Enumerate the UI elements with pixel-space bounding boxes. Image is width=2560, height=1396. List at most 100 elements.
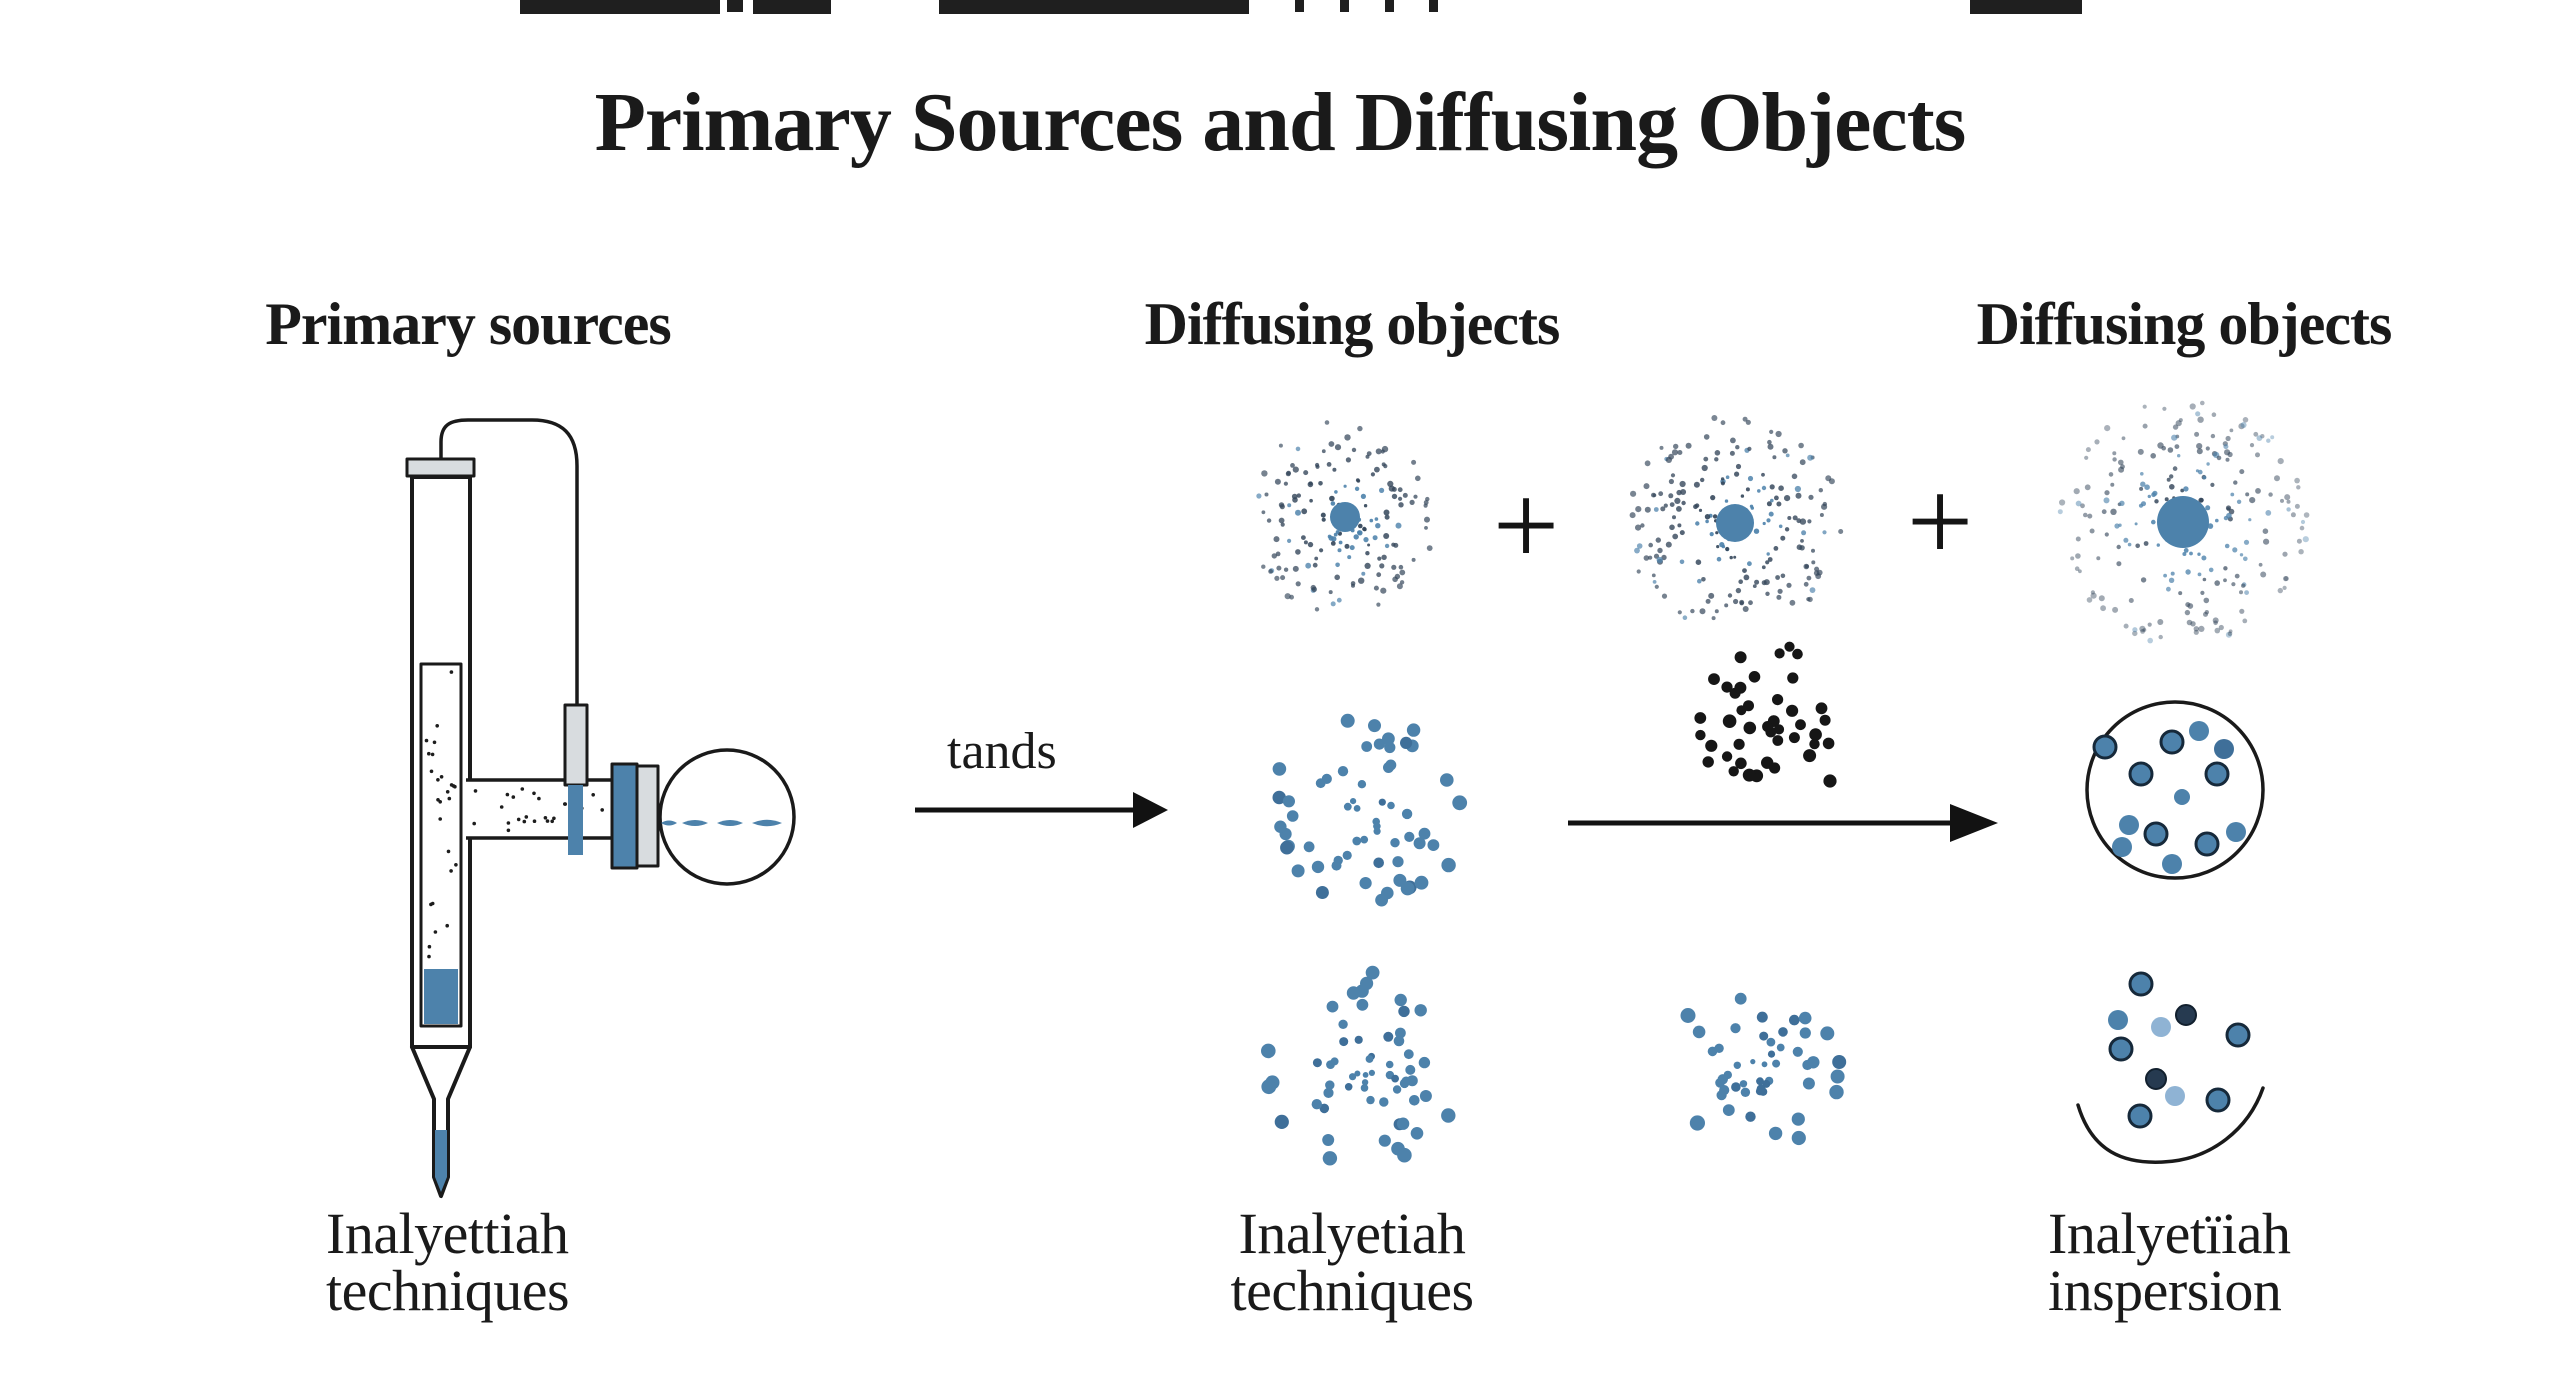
halo-dot bbox=[2218, 624, 2224, 631]
scatter-dot bbox=[1360, 1084, 1369, 1092]
blue-scatter-cluster-1 bbox=[1272, 713, 1468, 907]
halo-dot bbox=[2140, 472, 2144, 476]
halo-dot bbox=[1742, 568, 1747, 573]
scatter-dot bbox=[1740, 1087, 1751, 1098]
halo-dot bbox=[1413, 494, 1418, 499]
halo-dot bbox=[2157, 442, 2164, 449]
halo-dot bbox=[2286, 507, 2291, 512]
halo-dot bbox=[1725, 546, 1730, 552]
halo-dot bbox=[2177, 454, 2181, 458]
halo-dot bbox=[1379, 563, 1385, 569]
nozzle bbox=[563, 703, 589, 787]
halo-dot bbox=[1363, 504, 1368, 508]
halo-dot bbox=[1654, 584, 1659, 589]
scatter-dot bbox=[1695, 729, 1706, 741]
halo-dot bbox=[1766, 501, 1772, 507]
halo-dot bbox=[2203, 597, 2210, 604]
scatter-dot bbox=[1312, 1058, 1322, 1068]
halo-dot bbox=[1314, 556, 1319, 561]
scatter-dot bbox=[1767, 1050, 1776, 1058]
halo-dot bbox=[1276, 565, 1282, 571]
halo-dot bbox=[1694, 503, 1700, 508]
cropped-glyph-fragment bbox=[520, 0, 720, 14]
halo-dot bbox=[2057, 509, 2063, 515]
channel-stipple bbox=[472, 787, 604, 833]
halo-dot bbox=[2228, 629, 2233, 634]
halo-dot bbox=[2265, 510, 2272, 516]
halo-core bbox=[1330, 502, 1360, 532]
halo-dot bbox=[1674, 497, 1681, 504]
spray-droplet bbox=[661, 820, 677, 826]
halo-dot bbox=[2080, 503, 2085, 509]
halo-dot bbox=[2282, 551, 2288, 557]
stipple-dot bbox=[445, 790, 450, 794]
scatter-dot bbox=[1419, 1090, 1432, 1102]
scatter-dot bbox=[1361, 1079, 1369, 1086]
halo-dot bbox=[2197, 552, 2201, 556]
scatter-dot bbox=[1721, 751, 1733, 762]
halo-dot bbox=[1714, 450, 1721, 456]
scatter-dot bbox=[1383, 1031, 1394, 1042]
halo-dot bbox=[1384, 514, 1390, 520]
halo-dot bbox=[1644, 460, 1651, 467]
scatter-dot bbox=[1393, 1035, 1405, 1047]
halo-dot bbox=[1822, 530, 1827, 535]
halo-dot bbox=[1392, 576, 1398, 583]
scatter-dot bbox=[1396, 1117, 1410, 1130]
halo-dot bbox=[2086, 597, 2093, 603]
halo-dot bbox=[1778, 485, 1784, 492]
halo-dot bbox=[1659, 445, 1664, 450]
scatter-dot bbox=[1323, 1087, 1334, 1098]
stipple-dot bbox=[429, 769, 434, 774]
spray-droplet bbox=[752, 819, 782, 827]
halo-dot bbox=[2151, 519, 2156, 525]
halo-dot bbox=[2249, 497, 2256, 504]
halo-dot bbox=[1350, 581, 1356, 586]
halo-dot bbox=[1738, 579, 1743, 584]
halo-dot bbox=[1644, 506, 1651, 513]
halo-dot bbox=[1769, 429, 1774, 434]
halo-dot bbox=[2195, 469, 2200, 473]
scatter-dot bbox=[1772, 735, 1784, 746]
halo-dot bbox=[2298, 549, 2304, 555]
halo-dot bbox=[1295, 549, 1301, 555]
halo-dot bbox=[1334, 490, 1338, 494]
stipple-dot bbox=[532, 819, 537, 823]
halo-dot bbox=[1807, 519, 1812, 524]
halo-dot bbox=[1273, 536, 1280, 543]
halo-dot bbox=[1361, 571, 1366, 576]
halo-dot bbox=[1733, 555, 1737, 559]
halo-dot bbox=[2215, 518, 2219, 523]
halo-dot bbox=[1370, 472, 1375, 477]
halo-dot bbox=[1369, 518, 1374, 523]
halo-dot bbox=[2283, 576, 2289, 582]
scatter-dot bbox=[1343, 802, 1352, 811]
halo-dot bbox=[1396, 583, 1403, 590]
halo-dot bbox=[2277, 458, 2284, 465]
scatter-dot bbox=[1261, 1079, 1277, 1095]
halo-dot bbox=[2110, 508, 2117, 515]
halo-dot bbox=[2070, 556, 2075, 561]
plus-icon: + bbox=[1906, 455, 1974, 587]
nozzle-pipe bbox=[568, 785, 583, 855]
caption-diffusing-middle: Inalyetiah techniques bbox=[1230, 1205, 1474, 1320]
stipple-dot bbox=[537, 796, 541, 801]
halo-dot bbox=[1381, 462, 1386, 467]
halo-dot bbox=[2167, 447, 2174, 453]
halo-dot bbox=[2127, 542, 2132, 547]
halo-dot bbox=[1697, 578, 1702, 584]
scatter-dot bbox=[1735, 757, 1747, 770]
page-title: Primary Sources and Diffusing Objects bbox=[594, 76, 1967, 169]
halo-dot bbox=[1677, 610, 1682, 615]
halo-dot bbox=[1353, 534, 1359, 540]
halo-dot bbox=[1761, 580, 1767, 586]
scatter-dot bbox=[1360, 835, 1369, 844]
halo-dot bbox=[1287, 503, 1292, 508]
halo-dot bbox=[2101, 509, 2107, 515]
halo-dot bbox=[1743, 574, 1750, 581]
scatter-dot bbox=[1337, 766, 1349, 777]
scatter-dot bbox=[1440, 773, 1454, 787]
halo-dot bbox=[1274, 478, 1281, 485]
spray-chamber bbox=[658, 748, 796, 886]
scatter-dot bbox=[1722, 1104, 1735, 1116]
